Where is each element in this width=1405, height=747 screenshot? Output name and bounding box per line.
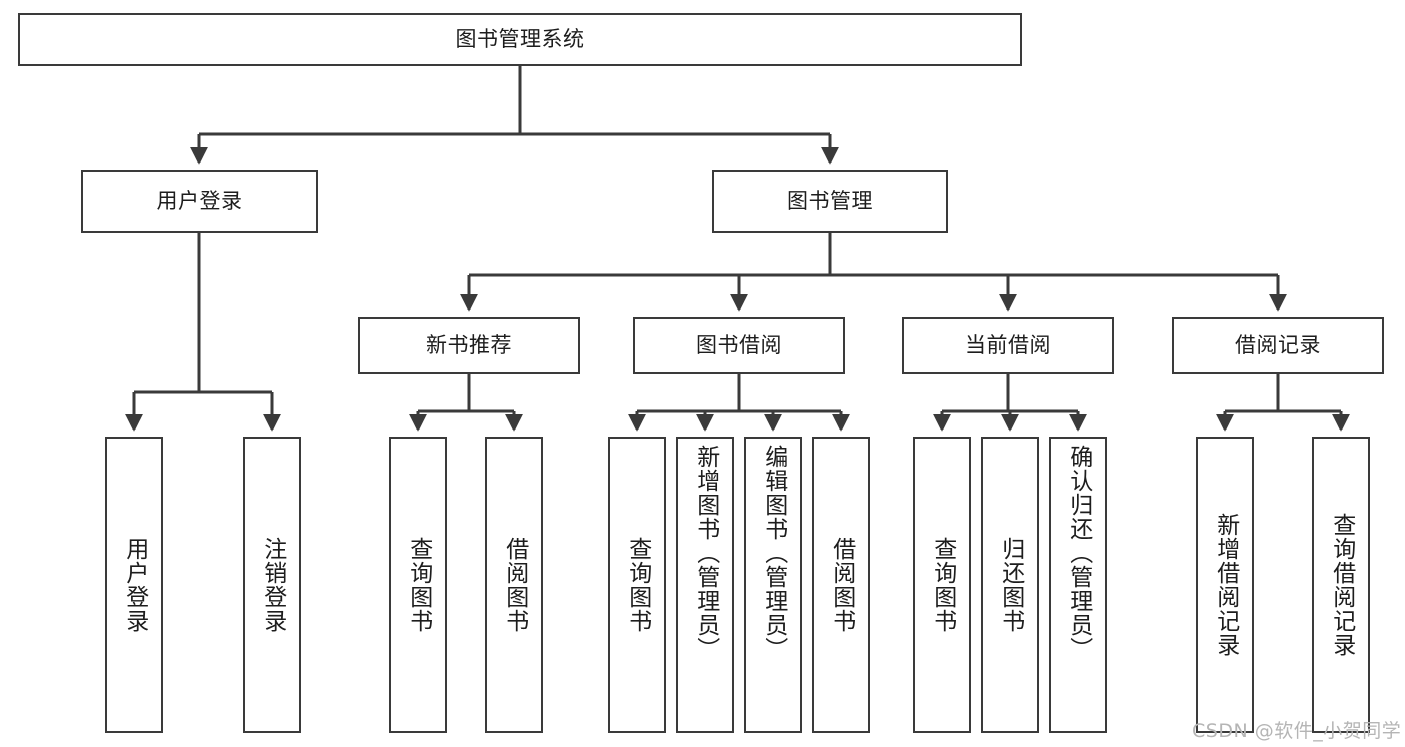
node-leaf-borrow-book-recommend-label: 借阅图书 xyxy=(501,537,528,633)
node-leaf-edit-book-admin[interactable]: 编辑图书（管理员） xyxy=(744,437,802,733)
node-leaf-borrow-book-recommend[interactable]: 借阅图书 xyxy=(485,437,543,733)
node-leaf-user-login-label: 用户登录 xyxy=(121,537,148,633)
node-level3-book-borrow-label: 图书借阅 xyxy=(696,332,782,357)
node-leaf-borrow-book-label: 借阅图书 xyxy=(828,537,855,633)
node-level3-current-borrow-label: 当前借阅 xyxy=(965,332,1051,357)
node-leaf-return-book-label: 归还图书 xyxy=(997,537,1024,633)
node-leaf-query-book-current-label: 查询图书 xyxy=(929,537,956,633)
node-leaf-logout-label: 注销登录 xyxy=(259,537,286,633)
node-root-label: 图书管理系统 xyxy=(455,26,585,51)
node-leaf-return-book[interactable]: 归还图书 xyxy=(981,437,1039,733)
node-level3-new-book-recommend[interactable]: 新书推荐 xyxy=(358,317,580,374)
node-level3-book-borrow[interactable]: 图书借阅 xyxy=(633,317,845,374)
node-level3-borrow-record[interactable]: 借阅记录 xyxy=(1172,317,1384,374)
node-root[interactable]: 图书管理系统 xyxy=(18,13,1022,66)
connector-group-current-borrow xyxy=(933,374,1087,432)
connector-group-borrow xyxy=(628,374,850,432)
node-leaf-user-login[interactable]: 用户登录 xyxy=(105,437,163,733)
node-level3-current-borrow[interactable]: 当前借阅 xyxy=(902,317,1114,374)
node-leaf-add-book-admin[interactable]: 新增图书（管理员） xyxy=(676,437,734,733)
node-leaf-confirm-return-admin[interactable]: 确认归还（管理员） xyxy=(1049,437,1107,733)
node-leaf-query-book-borrow-label: 查询图书 xyxy=(624,537,651,633)
node-leaf-add-borrow-record-label: 新增借阅记录 xyxy=(1212,513,1239,657)
node-leaf-query-book-borrow[interactable]: 查询图书 xyxy=(608,437,666,733)
connector-group-new-book xyxy=(409,374,523,432)
node-leaf-borrow-book[interactable]: 借阅图书 xyxy=(812,437,870,733)
node-leaf-query-book-current[interactable]: 查询图书 xyxy=(913,437,971,733)
node-level2-user-login-label: 用户登录 xyxy=(156,188,243,213)
node-leaf-add-book-admin-label: 新增图书（管理员） xyxy=(692,445,719,661)
node-leaf-query-book-recommend[interactable]: 查询图书 xyxy=(389,437,447,733)
connector-group-borrow-record xyxy=(1216,374,1350,432)
connector-group-book-manage xyxy=(460,233,1287,312)
node-leaf-logout[interactable]: 注销登录 xyxy=(243,437,301,733)
node-leaf-add-borrow-record[interactable]: 新增借阅记录 xyxy=(1196,437,1254,733)
node-level3-new-book-recommend-label: 新书推荐 xyxy=(426,332,512,357)
node-leaf-edit-book-admin-label: 编辑图书（管理员） xyxy=(760,445,787,661)
connector-group-user-login xyxy=(125,233,281,432)
node-leaf-query-borrow-record[interactable]: 查询借阅记录 xyxy=(1312,437,1370,733)
connector-group-root xyxy=(190,66,839,165)
node-level2-book-manage[interactable]: 图书管理 xyxy=(712,170,948,233)
node-leaf-query-borrow-record-label: 查询借阅记录 xyxy=(1328,513,1355,657)
node-level2-user-login[interactable]: 用户登录 xyxy=(81,170,318,233)
node-leaf-confirm-return-admin-label: 确认归还（管理员） xyxy=(1065,445,1092,661)
node-level2-book-manage-label: 图书管理 xyxy=(787,188,873,213)
node-leaf-query-book-recommend-label: 查询图书 xyxy=(405,537,432,633)
node-level3-borrow-record-label: 借阅记录 xyxy=(1235,332,1321,357)
